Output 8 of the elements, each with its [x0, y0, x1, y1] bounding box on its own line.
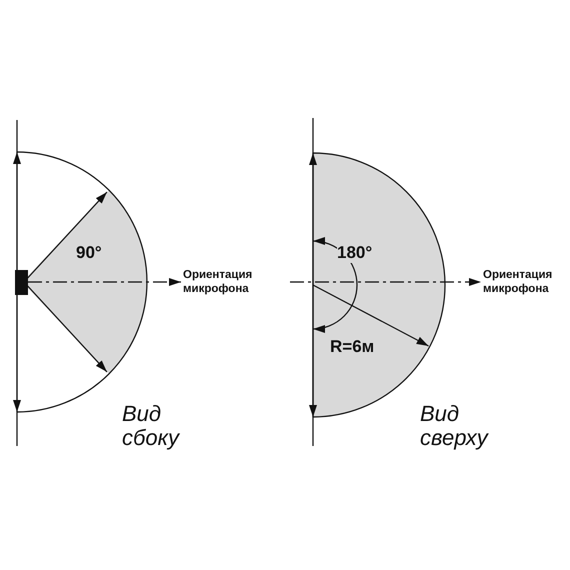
view-caption: Вид сбоку	[122, 402, 181, 450]
view-caption: Вид сверху	[420, 402, 490, 450]
microphone-block	[15, 270, 28, 295]
orientation-label: Ориентация микрофона	[483, 268, 570, 298]
orientation-arrow	[290, 278, 481, 286]
orientation-arrow	[28, 278, 181, 286]
orientation-label: Ориентация микрофона	[183, 268, 273, 298]
angle-label: 180°	[337, 244, 372, 263]
